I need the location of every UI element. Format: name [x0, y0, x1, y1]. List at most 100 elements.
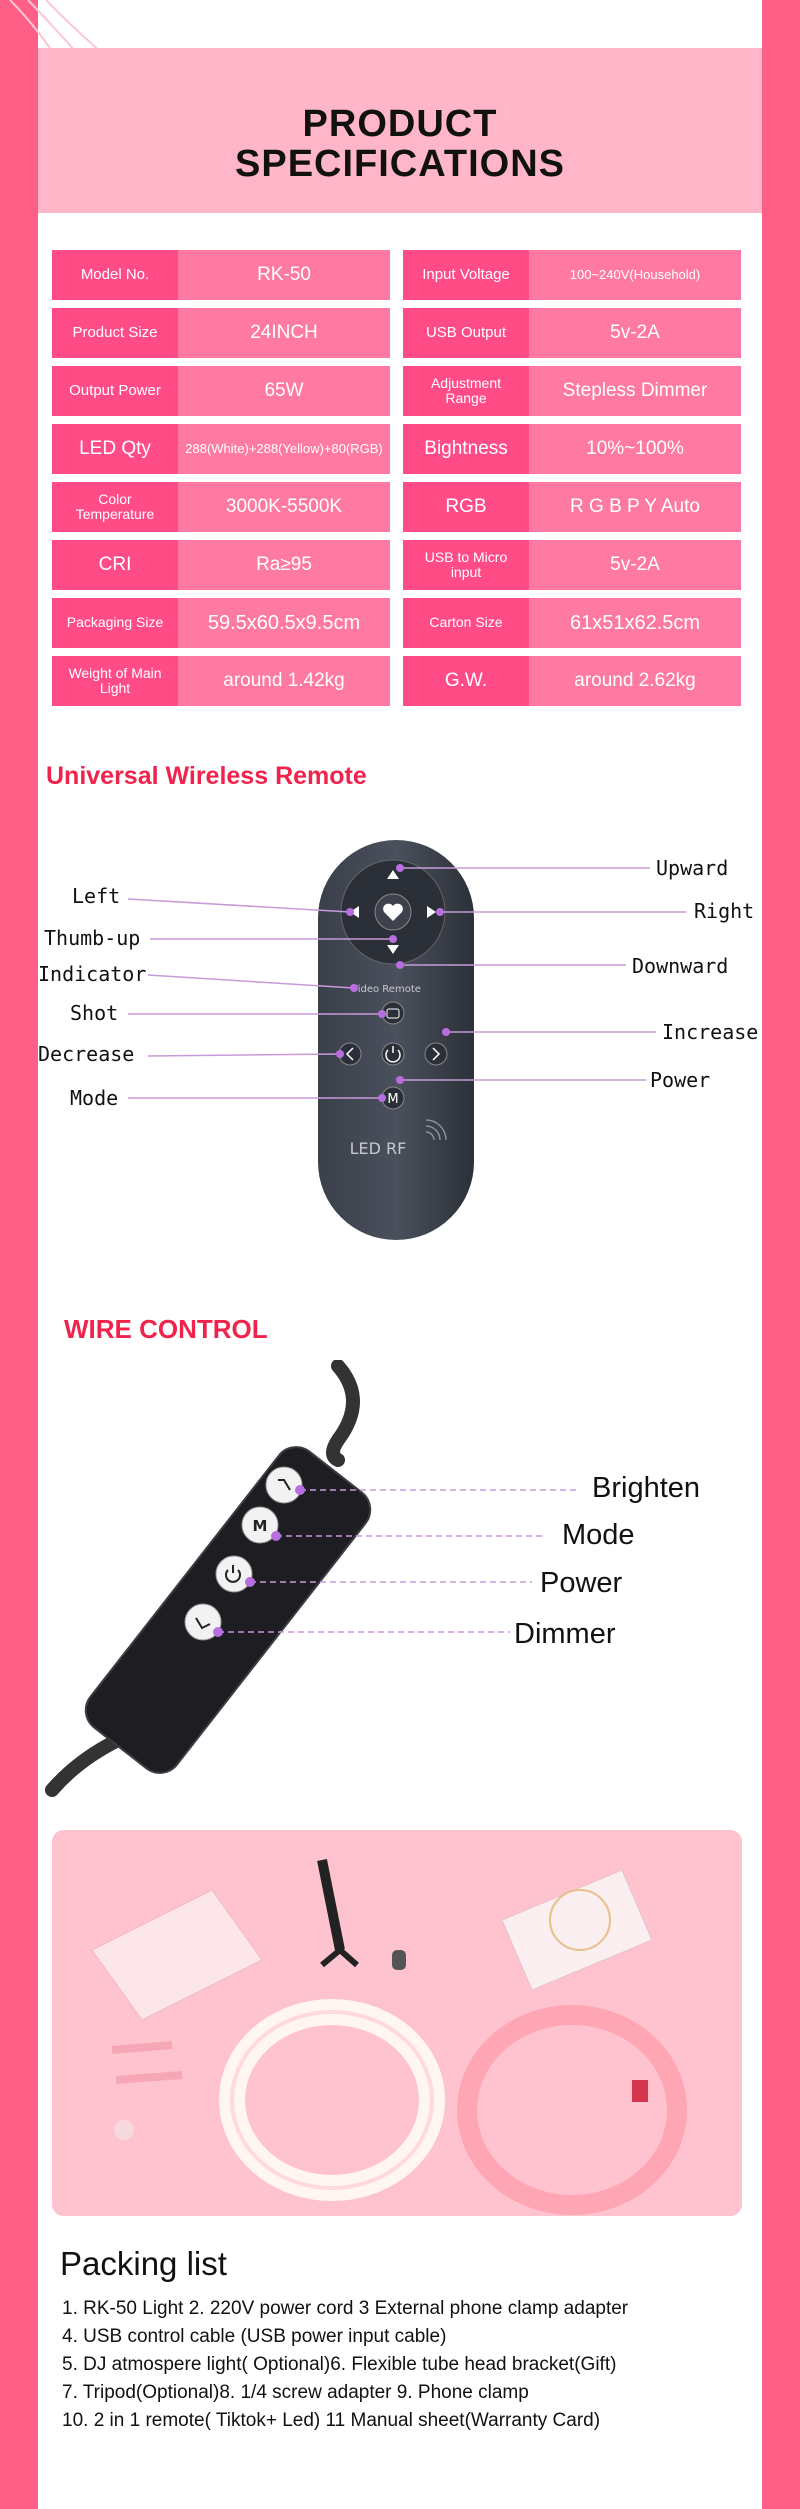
cable-top: [326, 1360, 360, 1467]
title-line-1: PRODUCT: [302, 103, 498, 145]
mode-key-icon: M: [253, 1517, 268, 1535]
brighten-icon: [278, 1479, 291, 1491]
title-line-2: SPECIFICATIONS: [235, 143, 565, 185]
spec-value: 59.5x60.5x9.5cm: [178, 598, 390, 648]
left-arrow-icon: [350, 906, 359, 918]
label-decrease: Decrease: [38, 1042, 135, 1066]
label-right: Right: [694, 899, 755, 923]
spec-value: Ra≥95: [178, 540, 390, 590]
page-title: PRODUCT SPECIFICATIONS: [38, 104, 762, 184]
spec-table: Model No. RK-50 Input Voltage 100~240V(H…: [38, 213, 762, 743]
spec-label: LED Qty: [52, 424, 178, 474]
dimmer-button: [184, 1603, 222, 1641]
packing-list-title: Packing list: [60, 2245, 227, 2282]
heart-icon: [383, 903, 403, 921]
spec-label: Packaging Size: [52, 598, 178, 648]
package-illustration: [52, 1830, 742, 2216]
spec-label: USB to Micro input: [403, 540, 529, 590]
packing-line: 5. DJ atmospere light( Optional)6. Flexi…: [62, 2354, 617, 2375]
title-band: [38, 48, 762, 213]
remote-section-title: Universal Wireless Remote: [46, 762, 367, 790]
label-mode: Mode: [70, 1086, 119, 1110]
increase-icon: [432, 1047, 441, 1061]
spec-value: around 2.62kg: [529, 656, 741, 706]
right-arrow-icon: [427, 906, 436, 918]
label-dimmer: Dimmer: [514, 1618, 616, 1650]
spec-value: 5v-2A: [529, 540, 741, 590]
spec-label: RGB: [403, 482, 529, 532]
power-icon: [225, 1565, 241, 1583]
spec-label: Carton Size: [403, 598, 529, 648]
spec-label: Weight of Main Light: [52, 656, 178, 706]
label-downward: Downward: [632, 954, 729, 978]
spec-row: Packaging Size 59.5x60.5x9.5cm Carton Si…: [52, 598, 748, 648]
spec-value: around 1.42kg: [178, 656, 390, 706]
spec-value: 100~240V(Household): [529, 250, 741, 300]
box-right: [501, 1869, 653, 1991]
decrease-icon: [345, 1047, 354, 1061]
spec-row: Output Power 65W Adjustment Range Steple…: [52, 366, 748, 416]
remote-small-icon: [392, 1950, 406, 1970]
label-increase: Increase: [662, 1020, 759, 1044]
mode-button: [241, 1506, 279, 1544]
packing-line: 4. USB control cable (USB power input ca…: [62, 2326, 447, 2347]
up-arrow-icon: [387, 870, 399, 879]
tripod-icon: [317, 1859, 345, 1951]
spec-row: Color Temperature 3000K-5500K RGB R G B …: [52, 482, 748, 532]
spec-label: Output Power: [52, 366, 178, 416]
camera-icon: [386, 1008, 400, 1019]
brighten-button: [265, 1466, 303, 1504]
mode-key-icon: M: [387, 1092, 398, 1107]
label-wire-power: Power: [540, 1567, 623, 1599]
box-left: [91, 1889, 263, 2021]
wire-control-body: [85, 1447, 371, 1773]
spec-value: 65W: [178, 366, 390, 416]
ring-light-back: [457, 2005, 687, 2215]
wire-control-diagram: M: [45, 1360, 578, 1797]
spec-label: CRI: [52, 540, 178, 590]
spec-label: Adjustment Range: [403, 366, 529, 416]
cable-bottom: [45, 1733, 125, 1797]
spec-value: 24INCH: [178, 308, 390, 358]
spec-label: Model No.: [52, 250, 178, 300]
spec-row: Product Size 24INCH USB Output 5v-2A: [52, 308, 748, 358]
remote-diagram: Video Remote M LED RF: [127, 840, 686, 1240]
spec-value: RK-50: [178, 250, 390, 300]
dimmer-icon: [195, 1617, 211, 1630]
label-wire-mode: Mode: [562, 1519, 635, 1551]
spec-value: 3000K-5500K: [178, 482, 390, 532]
remote-brand-text: LED RF: [350, 1139, 407, 1158]
label-upward: Upward: [656, 856, 729, 880]
spec-row: Model No. RK-50 Input Voltage 100~240V(H…: [52, 250, 748, 300]
spec-label: Product Size: [52, 308, 178, 358]
remote-video-text: Video Remote: [351, 984, 421, 995]
spec-value: 5v-2A: [529, 308, 741, 358]
label-indicator: Indicator: [38, 962, 147, 986]
power-button: [215, 1555, 253, 1593]
spec-value: 61x51x62.5cm: [529, 598, 741, 648]
label-shot: Shot: [70, 1001, 119, 1025]
spec-label: USB Output: [403, 308, 529, 358]
spec-label: Color Temperature: [52, 482, 178, 532]
clamp-icon: [111, 2041, 173, 2054]
package-photo: [52, 1830, 742, 2216]
wireless-icon: [425, 1119, 447, 1141]
label-left: Left: [72, 884, 121, 908]
spec-label: Input Voltage: [403, 250, 529, 300]
spec-value: Stepless Dimmer: [529, 366, 741, 416]
spec-value: 288(White)+288(Yellow)+80(RGB): [178, 424, 390, 474]
spec-label: Bightness: [403, 424, 529, 474]
spec-row: CRI Ra≥95 USB to Micro input 5v-2A: [52, 540, 748, 590]
packing-line: 10. 2 in 1 remote( Tiktok+ Led) 11 Manua…: [62, 2410, 601, 2431]
spec-value: R G B P Y Auto: [529, 482, 741, 532]
spec-row: LED Qty 288(White)+288(Yellow)+80(RGB) B…: [52, 424, 748, 474]
packing-line: 7. Tripod(Optional)8. 1/4 screw adapter …: [62, 2382, 529, 2403]
spec-label: G.W.: [403, 656, 529, 706]
power-icon: [385, 1046, 401, 1063]
spec-row: Weight of Main Light around 1.42kg G.W. …: [52, 656, 748, 706]
label-thumb-up: Thumb-up: [44, 926, 141, 950]
label-brighten: Brighten: [592, 1472, 701, 1504]
down-arrow-icon: [387, 945, 399, 954]
label-power: Power: [650, 1068, 711, 1092]
spec-value: 10%~100%: [529, 424, 741, 474]
